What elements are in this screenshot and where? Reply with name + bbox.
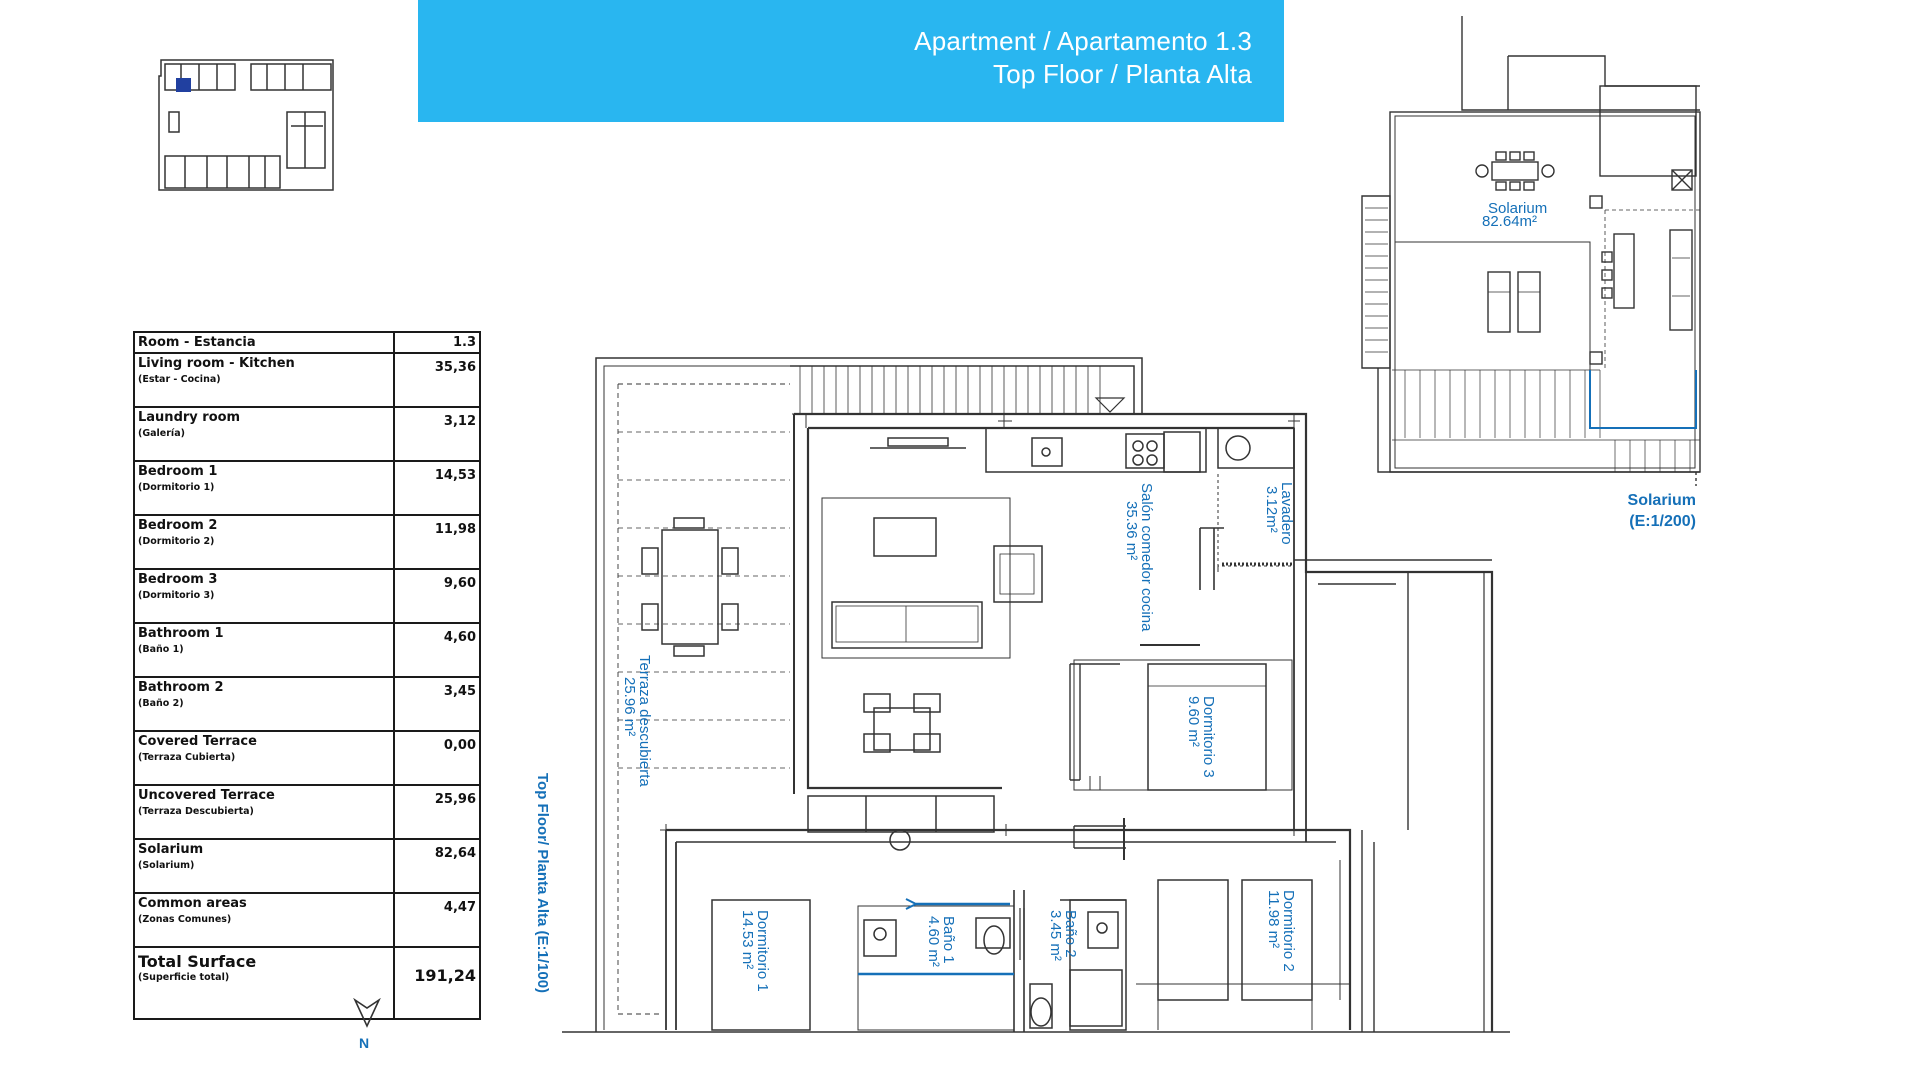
row-value: 25,96 [393, 784, 481, 840]
table-row: Covered Terrace (Terraza Cubierta) 0,00 [133, 730, 481, 786]
row-value: 3,45 [393, 676, 481, 732]
table-header-value: 1.3 [393, 331, 481, 354]
row-sub: (Estar - Cocina) [138, 374, 221, 385]
room-name-lavadero: Lavadero [1278, 482, 1295, 545]
row-name: Laundry room [138, 410, 241, 425]
table-row: Uncovered Terrace (Terraza Descubierta) 2… [133, 784, 481, 840]
row-sub: (Dormitorio 1) [138, 482, 215, 493]
row-sub: (Baño 2) [138, 698, 184, 709]
key-plan-thumbnail [158, 59, 334, 191]
row-sub: (Dormitorio 3) [138, 590, 215, 601]
row-name: Living room - Kitchen [138, 356, 295, 371]
row-value: 4,47 [393, 892, 481, 948]
table-row: Bathroom 2 (Baño 2) 3,45 [133, 676, 481, 732]
row-name: Bedroom 2 [138, 518, 218, 533]
solarium-room-name: Solarium [1488, 200, 1547, 217]
row-value: 3,12 [393, 406, 481, 462]
room-area-salon: 35.36 m² [1123, 501, 1140, 560]
room-name-dormitorio3: Dormitorio 3 [1200, 696, 1217, 778]
row-value: 14,53 [393, 460, 481, 516]
row-sub: (Terraza Cubierta) [138, 752, 236, 763]
unit-highlight [176, 78, 191, 92]
solarium-plan-title: Solarium (E:1/200) [1628, 490, 1696, 532]
floor-subtitle: Top Floor / Planta Alta [993, 59, 1252, 89]
room-area-lavadero: 3.12m² [1263, 486, 1280, 533]
total-value: 191,24 [393, 946, 481, 1020]
row-value: 11,98 [393, 514, 481, 570]
row-name: Bedroom 1 [138, 464, 218, 479]
solarium-title-text: Solarium [1627, 492, 1696, 509]
total-sub: (Superficie total) [138, 972, 230, 983]
row-value: 4,60 [393, 622, 481, 678]
room-area-dormitorio2: 11.98 m² [1265, 890, 1282, 948]
north-label: N [359, 1035, 370, 1051]
total-name: Total Surface [138, 952, 257, 971]
row-sub: (Dormitorio 2) [138, 536, 215, 547]
main-floor-plan [562, 357, 1510, 1033]
table-header-row: Room - Estancia 1.3 [133, 331, 481, 354]
table-header-label: Room - Estancia [133, 331, 395, 354]
row-value: 0,00 [393, 730, 481, 786]
table-row: Bedroom 2 (Dormitorio 2) 11,98 [133, 514, 481, 570]
row-name: Covered Terrace [138, 734, 257, 749]
solarium-room-area: 82.64m² [1482, 213, 1537, 230]
row-sub: (Zonas Comunes) [138, 914, 232, 925]
apartment-title: Apartment / Apartamento 1.3 [914, 26, 1252, 56]
solarium-plan [1361, 16, 1701, 486]
table-row: Laundry room (Galería) 3,12 [133, 406, 481, 462]
table-row: Common areas (Zonas Comunes) 4,47 [133, 892, 481, 948]
room-area-dormitorio1: 14.53 m² [739, 910, 756, 969]
table-row: Bedroom 3 (Dormitorio 3) 9,60 [133, 568, 481, 624]
total-row: Total Surface(Superficie total) 191,24 [133, 946, 481, 1020]
surface-table: Room - Estancia 1.3 Living room - Kitche… [133, 331, 481, 1020]
room-area-bano1: 4.60 m² [925, 916, 942, 967]
row-value: 82,64 [393, 838, 481, 894]
solarium-scale-text: (E:1/200) [1629, 513, 1696, 530]
room-name-dormitorio1: Dormitorio 1 [754, 910, 771, 992]
row-sub: (Baño 1) [138, 644, 184, 655]
room-name-bano2: Baño 2 [1062, 910, 1079, 958]
row-name: Solarium [138, 842, 204, 857]
room-area-bano2: 3.45 m² [1047, 910, 1064, 961]
north-arrow-icon [353, 998, 381, 1028]
room-name-bano1: Baño 1 [940, 916, 957, 964]
table-row: Living room - Kitchen (Estar - Cocina) 35… [133, 352, 481, 408]
row-name: Common areas [138, 896, 247, 911]
row-sub: (Solarium) [138, 860, 195, 871]
row-name: Bedroom 3 [138, 572, 218, 587]
row-name: Bathroom 2 [138, 680, 224, 695]
table-row: Bedroom 1 (Dormitorio 1) 14,53 [133, 460, 481, 516]
row-sub: (Galería) [138, 428, 185, 439]
room-name-salon: Salón comedor cocina [1138, 483, 1155, 632]
row-name: Bathroom 1 [138, 626, 224, 641]
row-sub: (Terraza Descubierta) [138, 806, 254, 817]
row-name: Uncovered Terrace [138, 788, 275, 803]
row-value: 9,60 [393, 568, 481, 624]
room-area-terraza: 25.96 m² [621, 677, 638, 736]
table-row: Bathroom 1 (Baño 1) 4,60 [133, 622, 481, 678]
header-banner: Apartment / Apartamento 1.3 Top Floor / … [418, 0, 1284, 122]
table-row: Solarium (Solarium) 82,64 [133, 838, 481, 894]
room-name-dormitorio2: Dormitorio 2 [1280, 890, 1297, 972]
row-value: 35,36 [393, 352, 481, 408]
room-name-terraza: Terraza descubierta [636, 655, 653, 787]
room-area-dormitorio3: 9.60 m² [1185, 696, 1202, 747]
